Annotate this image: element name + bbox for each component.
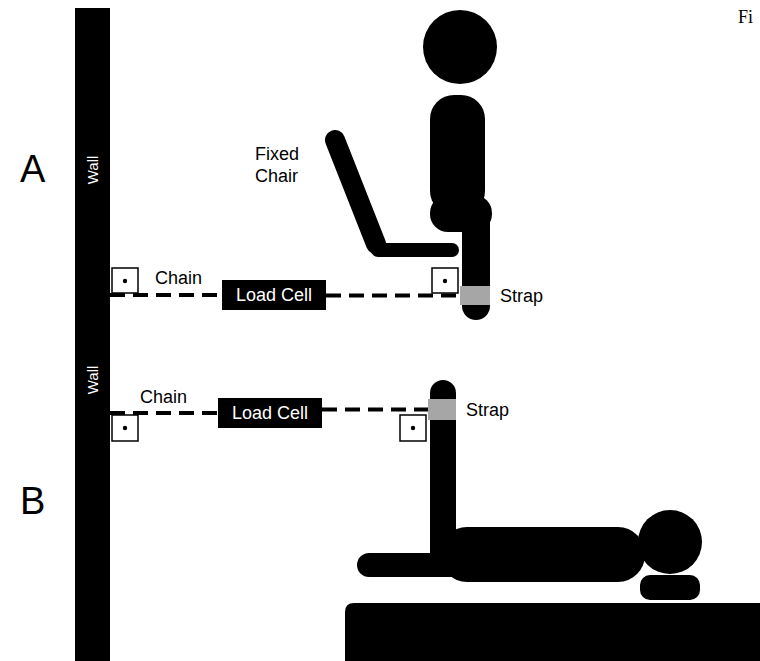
chain-dash <box>110 293 222 297</box>
chain-line <box>322 409 428 410</box>
seated-person <box>423 10 497 320</box>
chain-line <box>326 295 460 296</box>
table <box>345 603 760 661</box>
panel-letter: A <box>20 146 45 192</box>
chain-label: Chain <box>155 268 202 289</box>
wall-bar: Wall <box>75 322 110 661</box>
wall-label: Wall <box>84 156 102 185</box>
chain-dash <box>326 294 460 298</box>
wall-label: Wall <box>84 366 102 395</box>
strap-label: Strap <box>466 399 509 421</box>
load-cell-box: Load Cell <box>222 280 326 310</box>
chain-line <box>110 413 218 414</box>
chain-label: Chain <box>140 387 187 408</box>
strap-band: Strap <box>460 286 490 305</box>
strap-band: Strap <box>428 399 456 420</box>
chain-line <box>110 295 222 296</box>
load-cell-box: Load Cell <box>218 398 322 428</box>
chair-label: Fixed Chair <box>255 143 317 187</box>
wall-bar: Wall <box>75 8 110 324</box>
figure-title-fragment: Fi <box>738 6 753 28</box>
load-cell-label: Load Cell <box>236 284 312 306</box>
load-cell-label: Load Cell <box>232 402 308 424</box>
chain-dash <box>110 411 218 415</box>
right-angle-dot <box>123 279 447 430</box>
chain-dash <box>322 408 428 412</box>
panel-letter: B <box>20 478 45 524</box>
strap-label: Strap <box>500 285 543 307</box>
prone-person <box>357 380 702 600</box>
fixed-chair <box>335 140 452 250</box>
